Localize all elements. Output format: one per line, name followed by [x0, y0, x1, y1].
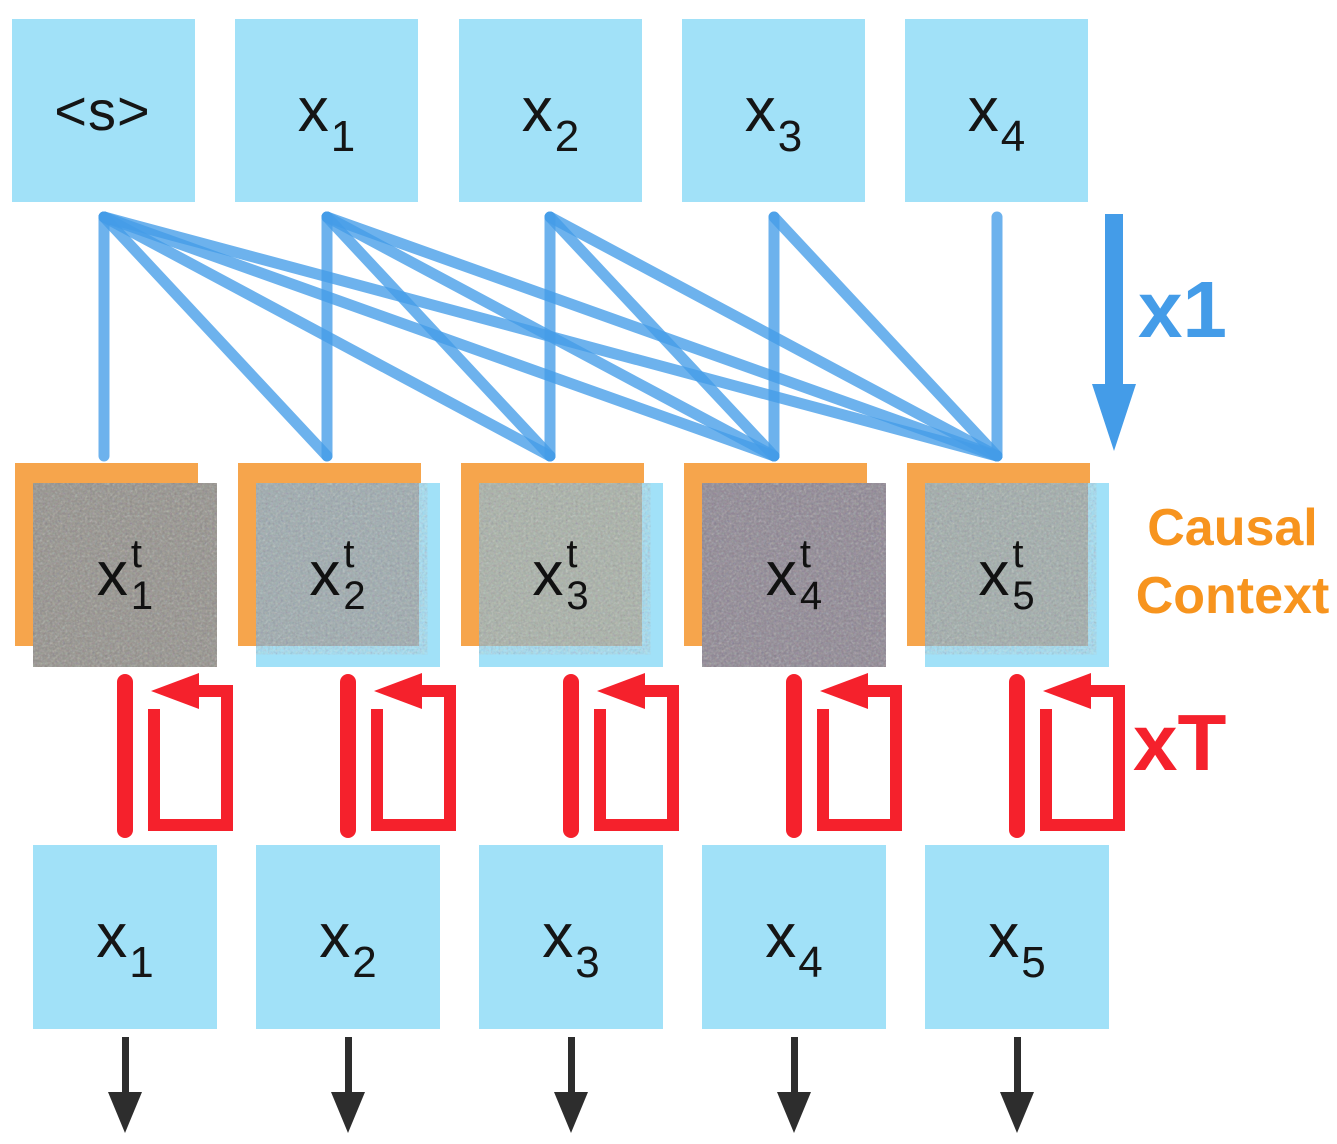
subscript: 1 — [130, 574, 154, 618]
denoise-loop-icon — [117, 673, 233, 838]
denoise-loop-icon — [563, 673, 679, 838]
token-label: <s> — [54, 78, 151, 142]
output-arrow-icon — [554, 1037, 588, 1133]
superscript: t — [130, 532, 142, 576]
token-box-start: <s> — [12, 19, 195, 202]
output-arrow-icon — [1000, 1037, 1034, 1133]
denoise-loop-icon — [1009, 673, 1125, 838]
causal-context-label: Causal Context — [1135, 499, 1330, 625]
subscript: 4 — [799, 574, 823, 618]
arrow-shaft — [1105, 214, 1123, 386]
superscript: t — [343, 532, 355, 576]
superscript: t — [1012, 532, 1024, 576]
arrow-head — [1092, 384, 1136, 451]
subscript: 2 — [343, 574, 366, 618]
denoise-loop-icon — [786, 673, 902, 838]
denoise-loop-icon — [340, 673, 456, 838]
noisy-latent-box — [256, 483, 440, 667]
single-pass-label: x1 — [1138, 265, 1227, 354]
noisy-latent-box — [33, 483, 217, 667]
iteration-count-label: xT — [1133, 698, 1227, 787]
noisy-latent-box — [925, 483, 1109, 667]
output-arrow-icon — [777, 1037, 811, 1133]
subscript: 3 — [566, 574, 589, 618]
noisy-latent-box — [479, 483, 663, 667]
superscript: t — [566, 532, 578, 576]
output-arrow-icon — [331, 1037, 365, 1133]
output-arrow-icon — [108, 1037, 142, 1133]
subscript: 5 — [1012, 574, 1035, 618]
noisy-latent-box — [702, 483, 886, 667]
single-pass-arrow — [1092, 214, 1136, 451]
superscript: t — [799, 532, 811, 576]
